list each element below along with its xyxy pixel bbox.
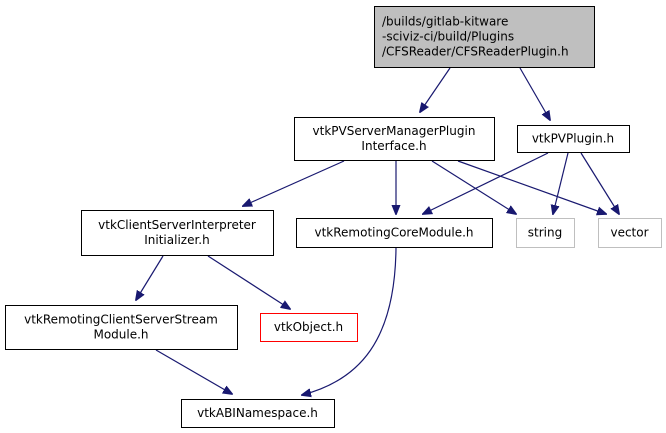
node-label: -sciviz-ci/build/Plugins: [382, 30, 514, 44]
nodes: /builds/gitlab-kitware-sciviz-ci/build/P…: [5, 6, 662, 428]
node-label: vtkPVServerManagerPlugin: [313, 124, 476, 138]
node-label: vtkRemotingCoreModule.h: [314, 226, 473, 240]
node-box[interactable]: [517, 125, 630, 153]
node-box[interactable]: [294, 117, 495, 161]
node-label: Interface.h: [361, 139, 426, 153]
node-box[interactable]: [181, 399, 335, 428]
node-root[interactable]: /builds/gitlab-kitware-sciviz-ci/build/P…: [374, 6, 595, 68]
node-box[interactable]: [260, 313, 358, 342]
edge-pvplugin-to-vector: [580, 152, 619, 214]
node-label: vtkClientServerInterpreter: [98, 218, 256, 232]
edge-pvsmpi-to-csii: [243, 160, 345, 206]
edge-root-to-pvsmpi: [420, 67, 451, 112]
node-box[interactable]: [516, 218, 575, 248]
edge-csii-to-rcssm: [136, 255, 164, 300]
node-label: /builds/gitlab-kitware: [382, 15, 508, 29]
node-label: vtkObject.h: [274, 320, 343, 334]
edge-rcssm-to-abi: [155, 349, 232, 394]
node-label: string: [528, 226, 562, 240]
node-string[interactable]: string: [516, 218, 575, 248]
node-box[interactable]: [598, 218, 662, 248]
node-vtkobject[interactable]: vtkObject.h: [260, 313, 358, 342]
node-label: Initializer.h: [144, 233, 209, 247]
node-box[interactable]: [296, 218, 493, 248]
node-label: /CFSReader/CFSReaderPlugin.h: [382, 45, 569, 59]
edge-root-to-pvplugin: [519, 67, 550, 120]
node-abi[interactable]: vtkABINamespace.h: [181, 399, 335, 428]
node-label: vtkABINamespace.h: [197, 406, 318, 420]
edge-csii-to-vtkobject: [207, 255, 290, 309]
node-label: vector: [610, 226, 648, 240]
node-rcm[interactable]: vtkRemotingCoreModule.h: [296, 218, 493, 248]
node-label: Module.h: [93, 328, 148, 342]
edges: [136, 67, 619, 395]
node-pvplugin[interactable]: vtkPVPlugin.h: [517, 125, 630, 153]
node-box[interactable]: [374, 6, 595, 68]
node-box[interactable]: [5, 305, 238, 350]
edge-pvplugin-to-string: [553, 152, 569, 214]
edge-pvsmpi-to-vector: [457, 160, 606, 214]
node-label: vtkRemotingClientServerStream: [24, 313, 218, 327]
edge-pvsmpi-to-string: [431, 160, 516, 214]
node-vector[interactable]: vector: [598, 218, 662, 248]
node-label: vtkPVPlugin.h: [532, 132, 614, 146]
edge-rcm-to-abi: [302, 247, 397, 395]
edge-pvplugin-to-rcm: [423, 152, 549, 214]
node-box[interactable]: [81, 210, 274, 256]
